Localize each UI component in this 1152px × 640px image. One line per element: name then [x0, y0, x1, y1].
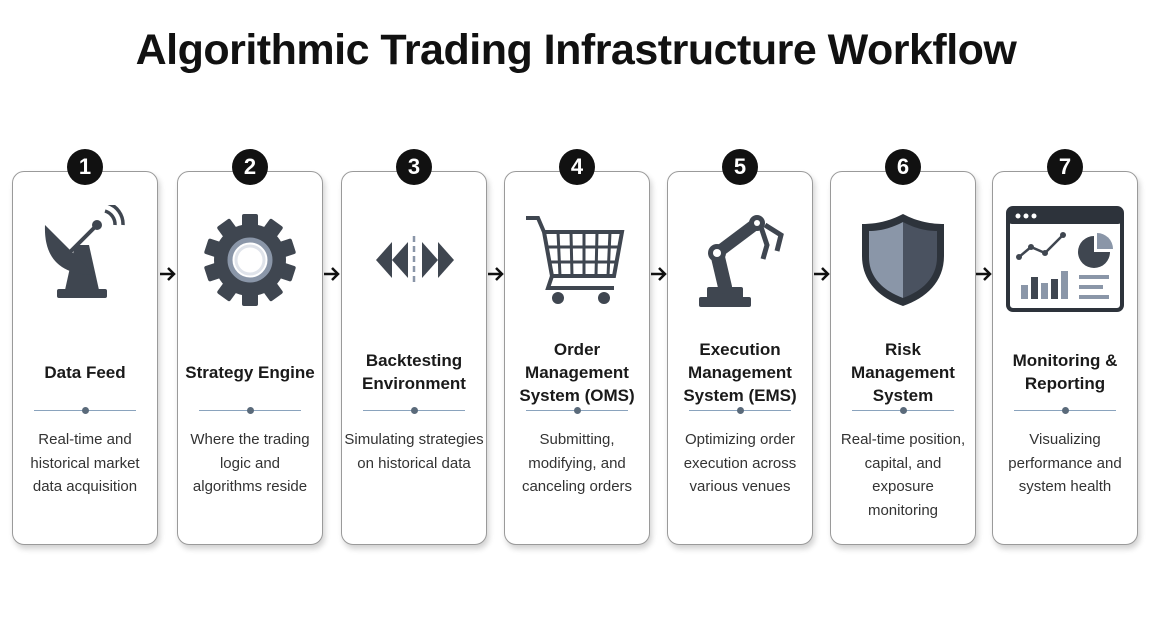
- step-number-badge: 2: [232, 149, 268, 185]
- step-card-3: [341, 171, 487, 545]
- shopping-cart-icon: [517, 200, 637, 320]
- divider-dot: [899, 407, 907, 414]
- satellite-dish-icon: [25, 200, 145, 320]
- step-title: Backtesting Environment: [362, 351, 466, 393]
- step-description: Real-time and historical market data acq…: [30, 431, 140, 495]
- gear-icon: [190, 200, 310, 320]
- step-card-1: [12, 171, 158, 545]
- step-title: Order Management System (OMS): [519, 339, 635, 405]
- flow-arrow: [650, 266, 668, 282]
- shield-icon: [843, 200, 963, 320]
- step-description: Where the trading logic and algorithms r…: [190, 431, 310, 495]
- step-number-badge: 4: [559, 149, 595, 185]
- step-card-4: [504, 171, 650, 545]
- flow-arrow: [975, 266, 993, 282]
- step-description: Simulating strategies on historical data: [344, 431, 484, 472]
- dashboard-icon: [1005, 200, 1125, 320]
- step-number-badge: 7: [1047, 149, 1083, 185]
- rewind-forward-icon: [354, 200, 474, 320]
- flow-arrow: [323, 266, 341, 282]
- flow-arrow: [487, 266, 505, 282]
- divider-dot: [81, 407, 89, 414]
- step-title: Strategy Engine: [185, 362, 315, 382]
- divider-dot: [736, 407, 744, 414]
- step-title: Monitoring & Reporting: [1012, 351, 1118, 393]
- flow-arrow: [813, 266, 831, 282]
- step-description: Optimizing order execution across variou…: [683, 431, 797, 495]
- divider-dot: [1061, 407, 1069, 414]
- step-title: Risk Management System: [851, 339, 955, 405]
- robotic-arm-icon: [680, 200, 800, 320]
- step-number-badge: 5: [722, 149, 758, 185]
- step-number-badge: 3: [396, 149, 432, 185]
- flow-arrow: [159, 266, 177, 282]
- step-number-badge: 6: [885, 149, 921, 185]
- step-title: Data Feed: [44, 362, 126, 382]
- divider-dot: [410, 407, 418, 414]
- divider-dot: [246, 407, 254, 414]
- divider-dot: [573, 407, 581, 414]
- page-title: Algorithmic Trading Infrastructure Workf…: [135, 26, 1017, 74]
- step-number-badge: 1: [67, 149, 103, 185]
- step-description: Real-time position, capital, and exposur…: [840, 431, 966, 519]
- step-title: Execution Management System (EMS): [683, 339, 797, 405]
- step-description: Submitting, modifying, and canceling ord…: [521, 431, 633, 495]
- step-description: Visualizing performance and system healt…: [1008, 431, 1122, 495]
